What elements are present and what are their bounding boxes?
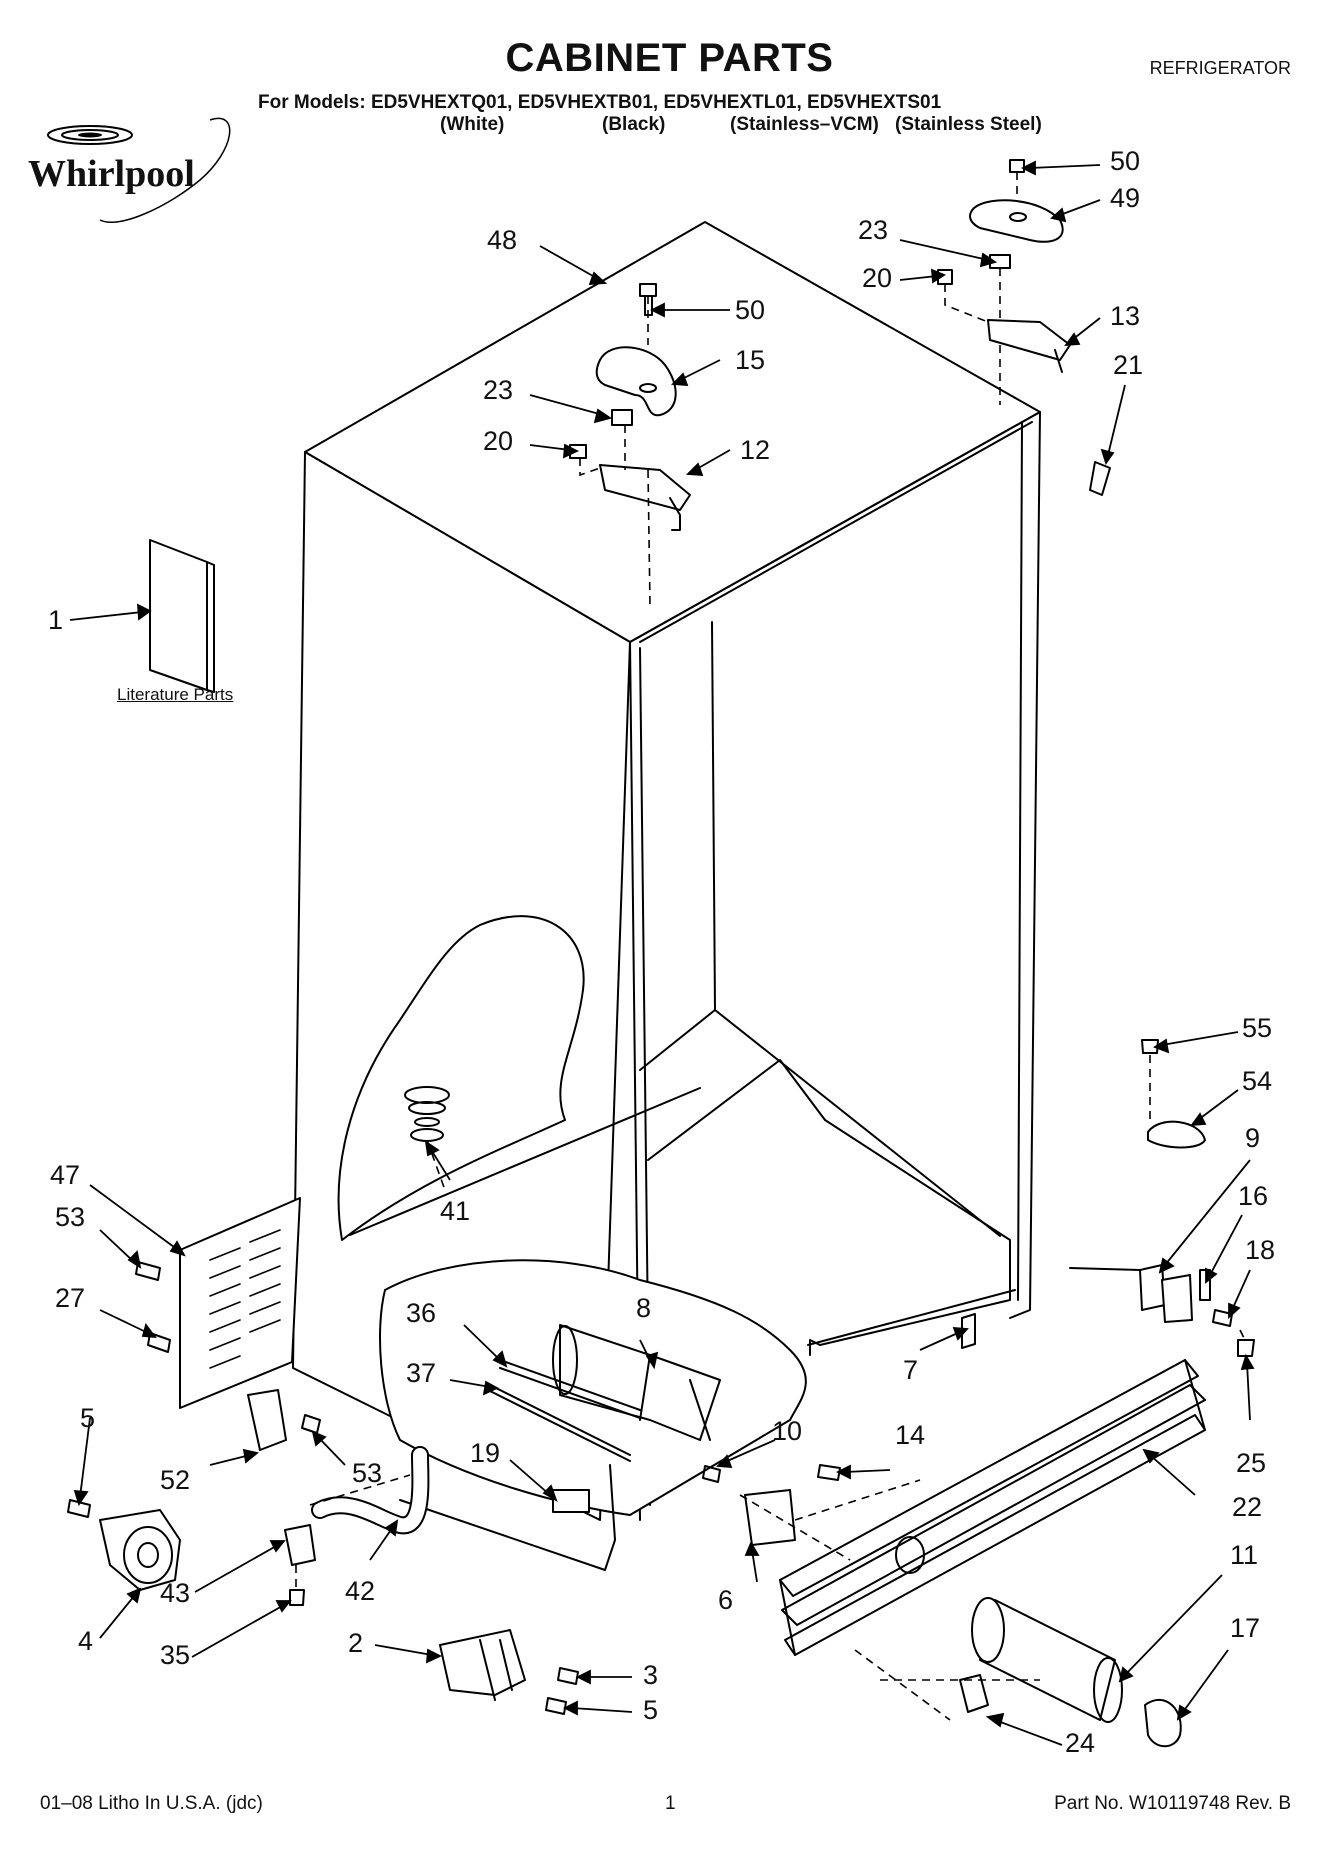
callout-13: 13: [1110, 301, 1141, 331]
callout-7: 7: [903, 1355, 919, 1385]
callout-43: 43: [160, 1578, 191, 1608]
callout-14: 14: [895, 1420, 926, 1450]
variant-white: (White): [440, 114, 505, 135]
literature-parts-caption: Literature Parts: [117, 685, 234, 704]
callout-8: 8: [636, 1293, 652, 1323]
literature-booklet: [150, 540, 214, 692]
callout-17: 17: [1230, 1613, 1261, 1643]
callout-53-bracket: 53: [352, 1458, 383, 1488]
roller-4: [100, 1510, 180, 1590]
callout-37: 37: [406, 1358, 437, 1388]
callout-19: 19: [470, 1438, 501, 1468]
callout-23-left: 23: [483, 375, 514, 405]
callout-27: 27: [55, 1283, 86, 1313]
water-valve-8: [553, 1325, 720, 1440]
appliance-category: REFRIGERATOR: [1149, 58, 1291, 78]
callout-20-left: 20: [483, 426, 514, 456]
callout-35: 35: [160, 1640, 191, 1670]
whirlpool-logo: Whirlpool: [28, 153, 195, 195]
callout-21: 21: [1113, 350, 1144, 380]
base-grille-22: [780, 1360, 1205, 1655]
callout-23-right: 23: [858, 215, 889, 245]
callout-55: 55: [1242, 1013, 1273, 1043]
callout-36: 36: [406, 1298, 437, 1328]
callout-5-bottom: 5: [643, 1695, 659, 1725]
callout-50-left: 50: [735, 295, 766, 325]
callout-42: 42: [345, 1576, 376, 1606]
callout-41: 41: [440, 1196, 471, 1226]
callout-49: 49: [1110, 183, 1141, 213]
callout-47: 47: [50, 1160, 81, 1190]
drain-fitting-41: [405, 1087, 449, 1141]
whirlpool-logo-swirl-icon: [47, 117, 231, 223]
top-hinge-right: [938, 160, 1070, 372]
callout-18: 18: [1245, 1235, 1276, 1265]
callout-1: 1: [48, 605, 64, 635]
footer-page-number: 1: [665, 1793, 676, 1814]
callout-54: 54: [1242, 1066, 1273, 1096]
callout-10: 10: [772, 1416, 803, 1446]
callout-48: 48: [487, 225, 518, 255]
top-hinge-left: [570, 284, 690, 530]
models-line: For Models: ED5VHEXTQ01, ED5VHEXTB01, ED…: [258, 92, 942, 113]
callout-25: 25: [1236, 1448, 1267, 1478]
callout-50-right: 50: [1110, 146, 1141, 176]
callout-24: 24: [1065, 1728, 1096, 1758]
page-title: CABINET PARTS: [505, 36, 834, 80]
variant-black: (Black): [602, 114, 666, 135]
lower-hinge-2: [440, 1630, 525, 1700]
variant-stainless-vcm: (Stainless–VCM): [730, 114, 879, 135]
grille-47: [180, 1198, 300, 1408]
callout-12: 12: [740, 435, 771, 465]
callout-22: 22: [1232, 1492, 1263, 1522]
callout-16: 16: [1238, 1181, 1269, 1211]
callout-15: 15: [735, 345, 766, 375]
footer-litho: 01–08 Litho In U.S.A. (jdc): [40, 1793, 263, 1814]
callout-6: 6: [718, 1585, 734, 1615]
callout-53-left: 53: [55, 1202, 86, 1232]
footer-part-number: Part No. W10119748 Rev. B: [1054, 1793, 1291, 1814]
callout-4: 4: [78, 1626, 94, 1656]
callout-2: 2: [348, 1628, 364, 1658]
callout-11: 11: [1230, 1540, 1259, 1570]
variant-stainless-steel: (Stainless Steel): [895, 114, 1042, 135]
callout-20-right: 20: [862, 263, 893, 293]
callout-3: 3: [643, 1660, 659, 1690]
callout-5-left: 5: [80, 1403, 96, 1433]
water-filter-11: [972, 1598, 1122, 1722]
callout-9: 9: [1245, 1123, 1261, 1153]
callout-52: 52: [160, 1465, 191, 1495]
